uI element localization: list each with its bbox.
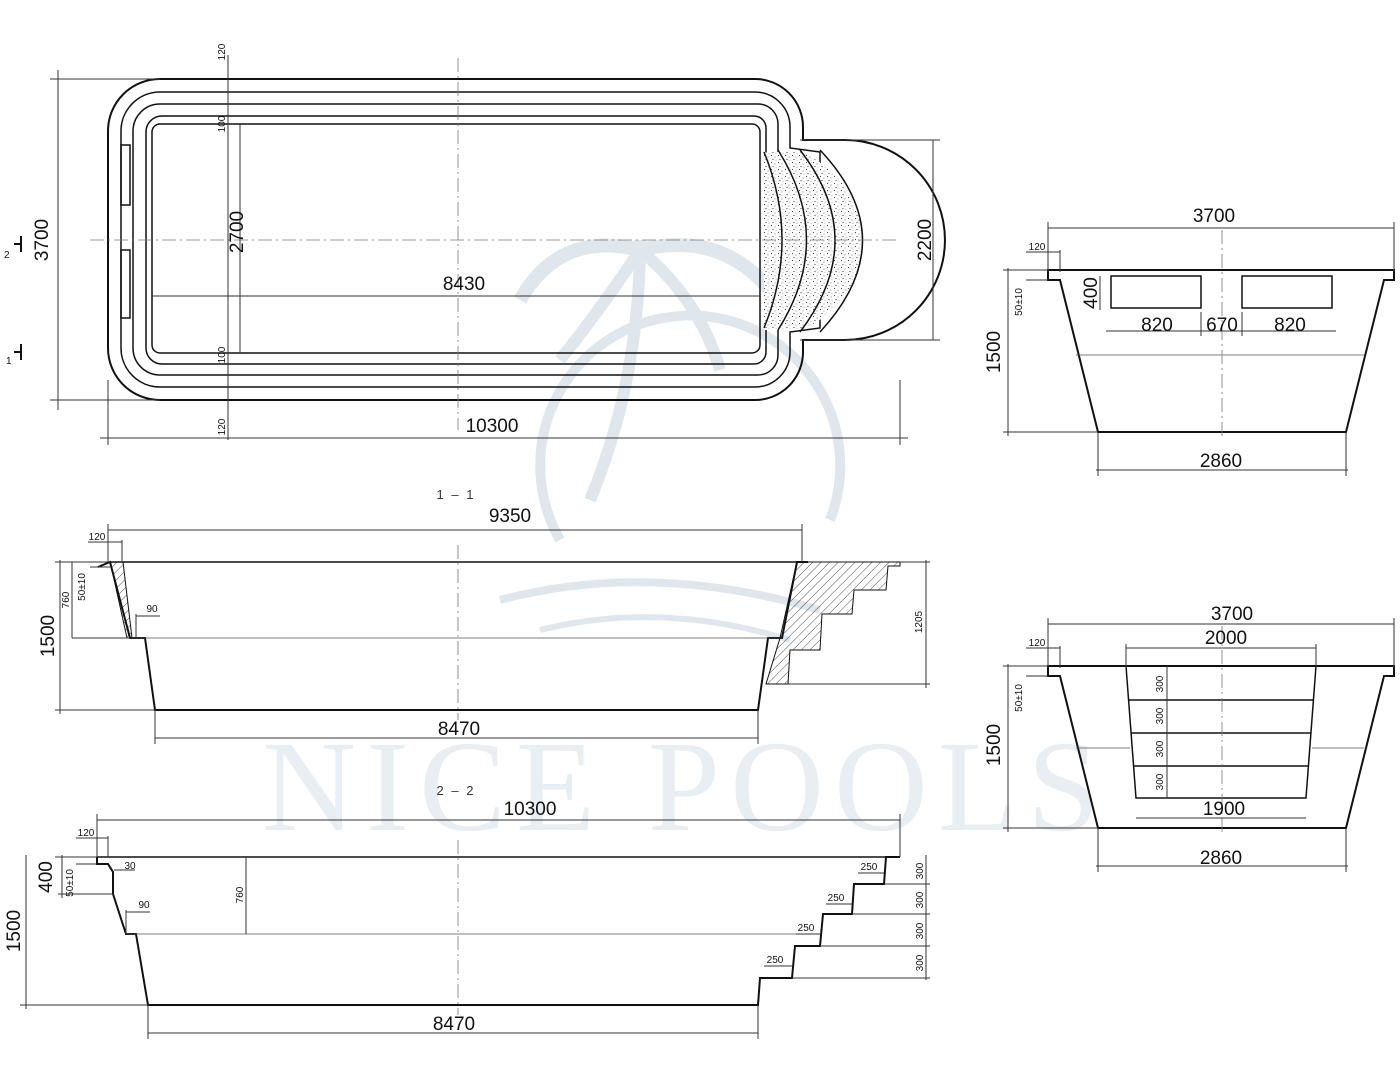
section-1-shelf-offset-label: 90 <box>146 604 158 615</box>
plan-stair-edge-2 <box>777 149 808 331</box>
cross-a-depth-label: 1500 <box>984 331 1005 373</box>
watermark: NICE POOLS <box>262 238 1110 859</box>
cross-b-dimensions <box>1003 618 1395 872</box>
skimmer-box-2 <box>120 249 131 319</box>
section-2-shelf-height-label: 760 <box>235 886 246 903</box>
section-2-outline <box>96 856 900 1006</box>
plan-floor-inner <box>151 123 761 354</box>
skimmer-box-1 <box>120 144 131 206</box>
section-1-top-length-label: 9350 <box>489 506 531 527</box>
cross-b-rim-label: 120 <box>1029 638 1046 649</box>
section-1-step-height-label: 1205 <box>914 610 925 633</box>
cross-a-top-width-label: 3700 <box>1193 206 1235 227</box>
section-2-tread-1-label: 250 <box>861 862 878 873</box>
plan-rim-ring <box>120 91 821 388</box>
cross-a-rim-height-label: 50±10 <box>1014 288 1025 316</box>
section-1-dimensions <box>55 524 930 744</box>
section-2-bottom-length-label: 8470 <box>433 1014 475 1035</box>
cross-b-bottom-width-label: 2860 <box>1200 848 1242 869</box>
section-2-lip-label: 30 <box>124 861 136 872</box>
section-2-label: 2 – 2 <box>437 783 476 798</box>
section-2-rim-label: 120 <box>78 828 95 839</box>
cross-a-rim-label: 120 <box>1029 242 1046 253</box>
cross-a-opening-right <box>1241 275 1333 309</box>
plan-rim-top-label: 120 <box>217 43 228 60</box>
plan-stair-edge-3 <box>799 149 836 333</box>
cross-a-bottom-width-label: 2860 <box>1200 451 1242 472</box>
section-2-riser-3-label: 300 <box>915 922 926 939</box>
cross-b-stair-bottom-label: 1900 <box>1203 799 1245 820</box>
palm-tree-sunset-logo-icon <box>498 238 846 643</box>
plan-stair-edge-4 <box>819 149 864 333</box>
cross-section-b: 3700 2000 120 50±10 1500 300 300 300 300… <box>984 604 1395 872</box>
cross-a-opening-gap-label: 670 <box>1206 315 1238 336</box>
section-2-tread-2-label: 250 <box>828 893 845 904</box>
section-2-2: 2 – 2 <box>4 783 930 1039</box>
plan-stairs-texture <box>764 152 862 330</box>
plan-dimensions <box>14 55 940 445</box>
plan-rim-bottom-label: 120 <box>217 418 228 435</box>
cross-a-opening-right-label: 820 <box>1274 315 1306 336</box>
cross-a-opening-left-label: 820 <box>1141 315 1173 336</box>
cross-b-stairs-outline <box>1125 665 1317 799</box>
section-2-riser-1-label: 300 <box>915 862 926 879</box>
plan-view: 3700 2700 8430 10300 2200 120 100 100 12… <box>4 43 946 445</box>
section-1-rim-label: 120 <box>89 532 106 543</box>
watermark-text: NICE POOLS <box>262 715 1110 859</box>
cross-b-riser-2-label: 300 <box>1155 707 1166 724</box>
section-2-rim-height-label: 50±10 <box>65 869 76 897</box>
plan-overall-length-label: 10300 <box>466 416 519 437</box>
plan-inner-width-label: 2700 <box>227 211 248 253</box>
section-1-depth-label: 1500 <box>38 615 59 657</box>
cross-a-box-height-label: 400 <box>1081 277 1102 309</box>
plan-overall-width-label: 3700 <box>32 219 53 261</box>
section-2-riser-4-label: 300 <box>915 954 926 971</box>
section-2-dimensions <box>20 814 930 1039</box>
section-2-top-length-label: 10300 <box>504 799 557 820</box>
plan-inner-offset-bottom-label: 100 <box>217 346 228 363</box>
cross-b-riser-3-label: 300 <box>1155 740 1166 757</box>
section-1-rim-height-label: 50±10 <box>77 573 88 601</box>
cross-a-opening-left <box>1110 275 1202 309</box>
section-1-bottom-length-label: 8470 <box>438 719 480 740</box>
plan-step-width-label: 2200 <box>915 219 936 261</box>
section-1-shelf-height-label: 760 <box>61 591 72 608</box>
section-1-label: 1 – 1 <box>437 487 476 502</box>
section-1-1: 1 – 1 93 <box>38 487 930 744</box>
plan-inner-length-label: 8430 <box>443 274 485 295</box>
cross-b-rim-height-label: 50±10 <box>1014 684 1025 712</box>
plan-inner-ring <box>132 103 779 376</box>
section-2-tread-4-label: 250 <box>767 955 784 966</box>
section-1-stairs <box>765 561 901 685</box>
cut-marker-2-label: 2 <box>4 250 10 261</box>
section-2-riser-2-label: 300 <box>915 891 926 908</box>
cross-b-riser-1-label: 300 <box>1155 675 1166 692</box>
plan-inner-offset-top-label: 100 <box>217 115 228 132</box>
cross-b-top-width-label: 3700 <box>1211 604 1253 625</box>
cross-b-riser-4-label: 300 <box>1155 773 1166 790</box>
cut-marker-1-label: 1 <box>6 356 12 367</box>
section-2-depth-label: 1500 <box>4 910 25 952</box>
cross-section-a: 3700 120 50±10 400 1500 820 670 820 2860 <box>984 206 1395 476</box>
cross-a-dimensions <box>1003 222 1395 476</box>
section-2-shelf-offset-label: 90 <box>138 900 150 911</box>
cross-b-stair-width-label: 2000 <box>1205 628 1247 649</box>
section-2-tread-3-label: 250 <box>798 923 815 934</box>
cross-b-depth-label: 1500 <box>984 724 1005 766</box>
plan-floor-outline <box>145 115 767 365</box>
section-2-box-height-label: 400 <box>36 861 57 893</box>
